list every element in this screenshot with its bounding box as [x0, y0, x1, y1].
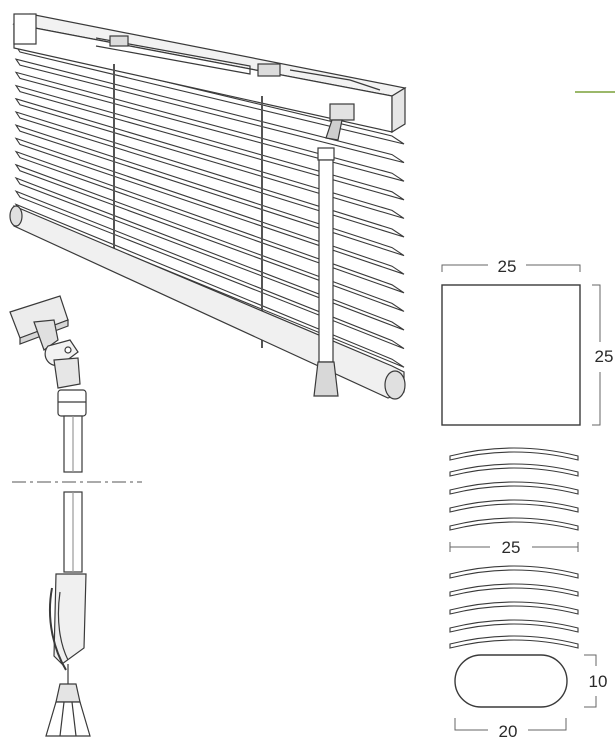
slat-profile [449, 481, 579, 495]
head-rail [12, 13, 407, 134]
dim-rail-height: 10 [589, 672, 608, 691]
slat-profile [449, 565, 579, 579]
bottom-rail-profile: 10 20 [454, 654, 608, 741]
bottom-rail [9, 205, 406, 400]
slat-profile [449, 499, 579, 513]
dim-slat-width: 25 [502, 538, 521, 557]
dim-square-height: 25 [595, 347, 614, 366]
slat-profile [449, 583, 579, 597]
slat-profile [449, 463, 579, 477]
slat-width-dimension: 25 [449, 537, 579, 557]
slat-square [441, 284, 581, 426]
slat-profile-stack [449, 447, 579, 649]
slat-profile [449, 601, 579, 615]
slat-profile [449, 447, 579, 461]
tilt-wand [313, 103, 355, 397]
square-profile: 25 25 [441, 257, 614, 426]
rail-oval [454, 654, 568, 708]
slat-profile [449, 635, 579, 649]
tilt-wand-icon [9, 295, 142, 737]
slat-profile [449, 517, 579, 531]
dim-square-width: 25 [498, 257, 517, 276]
blind-assembly-icon [9, 13, 407, 400]
dim-rail-width: 20 [499, 722, 518, 741]
slat-profile [449, 619, 579, 633]
